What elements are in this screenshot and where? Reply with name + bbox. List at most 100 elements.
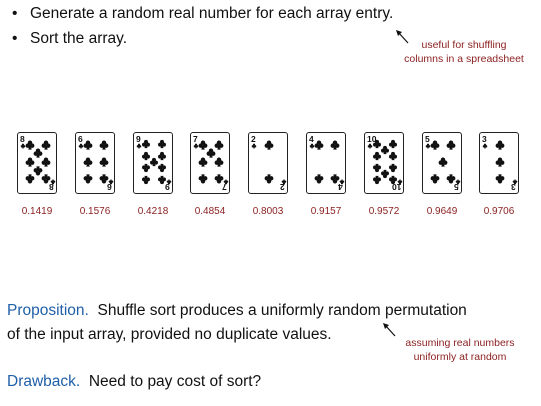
club-pip-icon — [373, 139, 381, 149]
club-pip-icon — [142, 175, 150, 185]
club-pip-icon — [482, 143, 488, 149]
club-pip-icon — [33, 148, 43, 158]
annotation-bottom-line1: assuming real numbers — [405, 337, 515, 349]
club-pip-icon — [142, 151, 150, 161]
card-value: 0.9157 — [310, 206, 342, 217]
club-pip-icon — [108, 179, 114, 185]
annotation-top-line1: useful for shuffling — [421, 39, 507, 51]
annotation-top-line2: columns in a spreadsheet — [404, 53, 524, 65]
card-value: 0.4218 — [137, 206, 169, 217]
club-pip-icon — [264, 174, 274, 184]
card-pips — [251, 140, 287, 185]
club-pip-icon — [389, 139, 397, 149]
bullet-text: Generate a random real number for each a… — [30, 5, 394, 22]
bullet-text: Sort the array. — [30, 30, 128, 47]
club-pip-icon — [330, 174, 340, 184]
club-pip-icon — [158, 175, 166, 185]
annotation-top: useful for shuffling columns in a spread… — [396, 38, 532, 66]
club-pip-icon — [314, 140, 324, 150]
club-pip-icon — [495, 140, 505, 150]
card-value: 0.9706 — [483, 206, 515, 217]
club-pip-icon — [41, 174, 51, 184]
club-pip-icon — [389, 175, 397, 185]
club-pip-icon — [33, 166, 43, 176]
drawback-line: Drawback. Need to pay cost of sort? — [7, 371, 261, 393]
club-pip-icon — [50, 179, 56, 185]
bullet-dot: • — [12, 5, 18, 22]
drawback-text: Need to pay cost of sort? — [88, 373, 262, 390]
club-pip-icon — [142, 139, 150, 149]
club-pip-icon — [367, 143, 373, 149]
club-pip-icon — [446, 140, 456, 150]
club-pip-icon — [41, 140, 51, 150]
card-pips — [193, 140, 229, 185]
club-pip-icon — [99, 157, 109, 167]
bullet-dot: • — [12, 30, 18, 47]
club-pip-icon — [206, 148, 216, 158]
card-value: 0.8003 — [252, 206, 284, 217]
club-pip-icon — [193, 143, 199, 149]
card-pips — [367, 139, 403, 185]
club-pip-icon — [438, 157, 448, 167]
drawback-keyword: Drawback. — [7, 373, 81, 390]
club-pip-icon — [389, 151, 397, 161]
club-pip-icon — [25, 157, 35, 167]
club-pip-icon — [214, 140, 224, 150]
club-pip-icon — [251, 143, 257, 149]
bullet-item-generate: • Generate a random real number for each … — [12, 3, 393, 25]
club-pip-icon — [25, 174, 35, 184]
club-pip-icon — [158, 151, 166, 161]
club-pip-icon — [83, 140, 93, 150]
club-pip-icon — [41, 157, 51, 167]
club-pip-icon — [330, 140, 340, 150]
card-rank: 4 — [309, 134, 314, 144]
card-pips — [136, 139, 172, 185]
club-pip-icon — [309, 143, 315, 149]
club-pip-icon — [223, 179, 229, 185]
card-rank: 10 — [367, 134, 377, 144]
proposition-text-line2: of the input array, provided no duplicat… — [7, 326, 332, 343]
card-pips — [482, 140, 518, 185]
club-pip-icon — [281, 179, 287, 185]
card-value: 0.1576 — [79, 206, 111, 217]
club-pip-icon — [373, 175, 381, 185]
club-pip-icon — [373, 163, 381, 173]
proposition-line2: of the input array, provided no duplicat… — [7, 324, 332, 346]
club-pip-icon — [495, 174, 505, 184]
card-rank: 6 — [78, 134, 83, 144]
club-pip-icon — [99, 140, 109, 150]
club-pip-icon — [495, 157, 505, 167]
club-pip-icon — [83, 157, 93, 167]
club-pip-icon — [339, 179, 345, 185]
card-pips — [20, 140, 56, 185]
club-pip-icon — [198, 174, 208, 184]
card-value: 0.9572 — [368, 206, 400, 217]
card-rank: 8 — [20, 134, 25, 144]
club-pip-icon — [455, 179, 461, 185]
card-pips — [309, 140, 345, 185]
card-rank: 3 — [482, 134, 487, 144]
card-pips — [425, 140, 461, 185]
club-pip-icon — [425, 143, 431, 149]
club-pip-icon — [214, 157, 224, 167]
card-value: 0.1419 — [21, 206, 53, 217]
proposition-keyword: Proposition. — [7, 302, 89, 319]
club-pip-icon — [158, 163, 166, 173]
card-rank: 9 — [136, 134, 141, 144]
annotation-arrow-top — [396, 30, 409, 44]
club-pip-icon — [99, 174, 109, 184]
club-pip-icon — [158, 139, 166, 149]
card-pips — [78, 140, 114, 185]
club-pip-icon — [166, 179, 172, 185]
annotation-bottom-line2: uniformly at random — [413, 351, 507, 363]
club-pip-icon — [83, 174, 93, 184]
